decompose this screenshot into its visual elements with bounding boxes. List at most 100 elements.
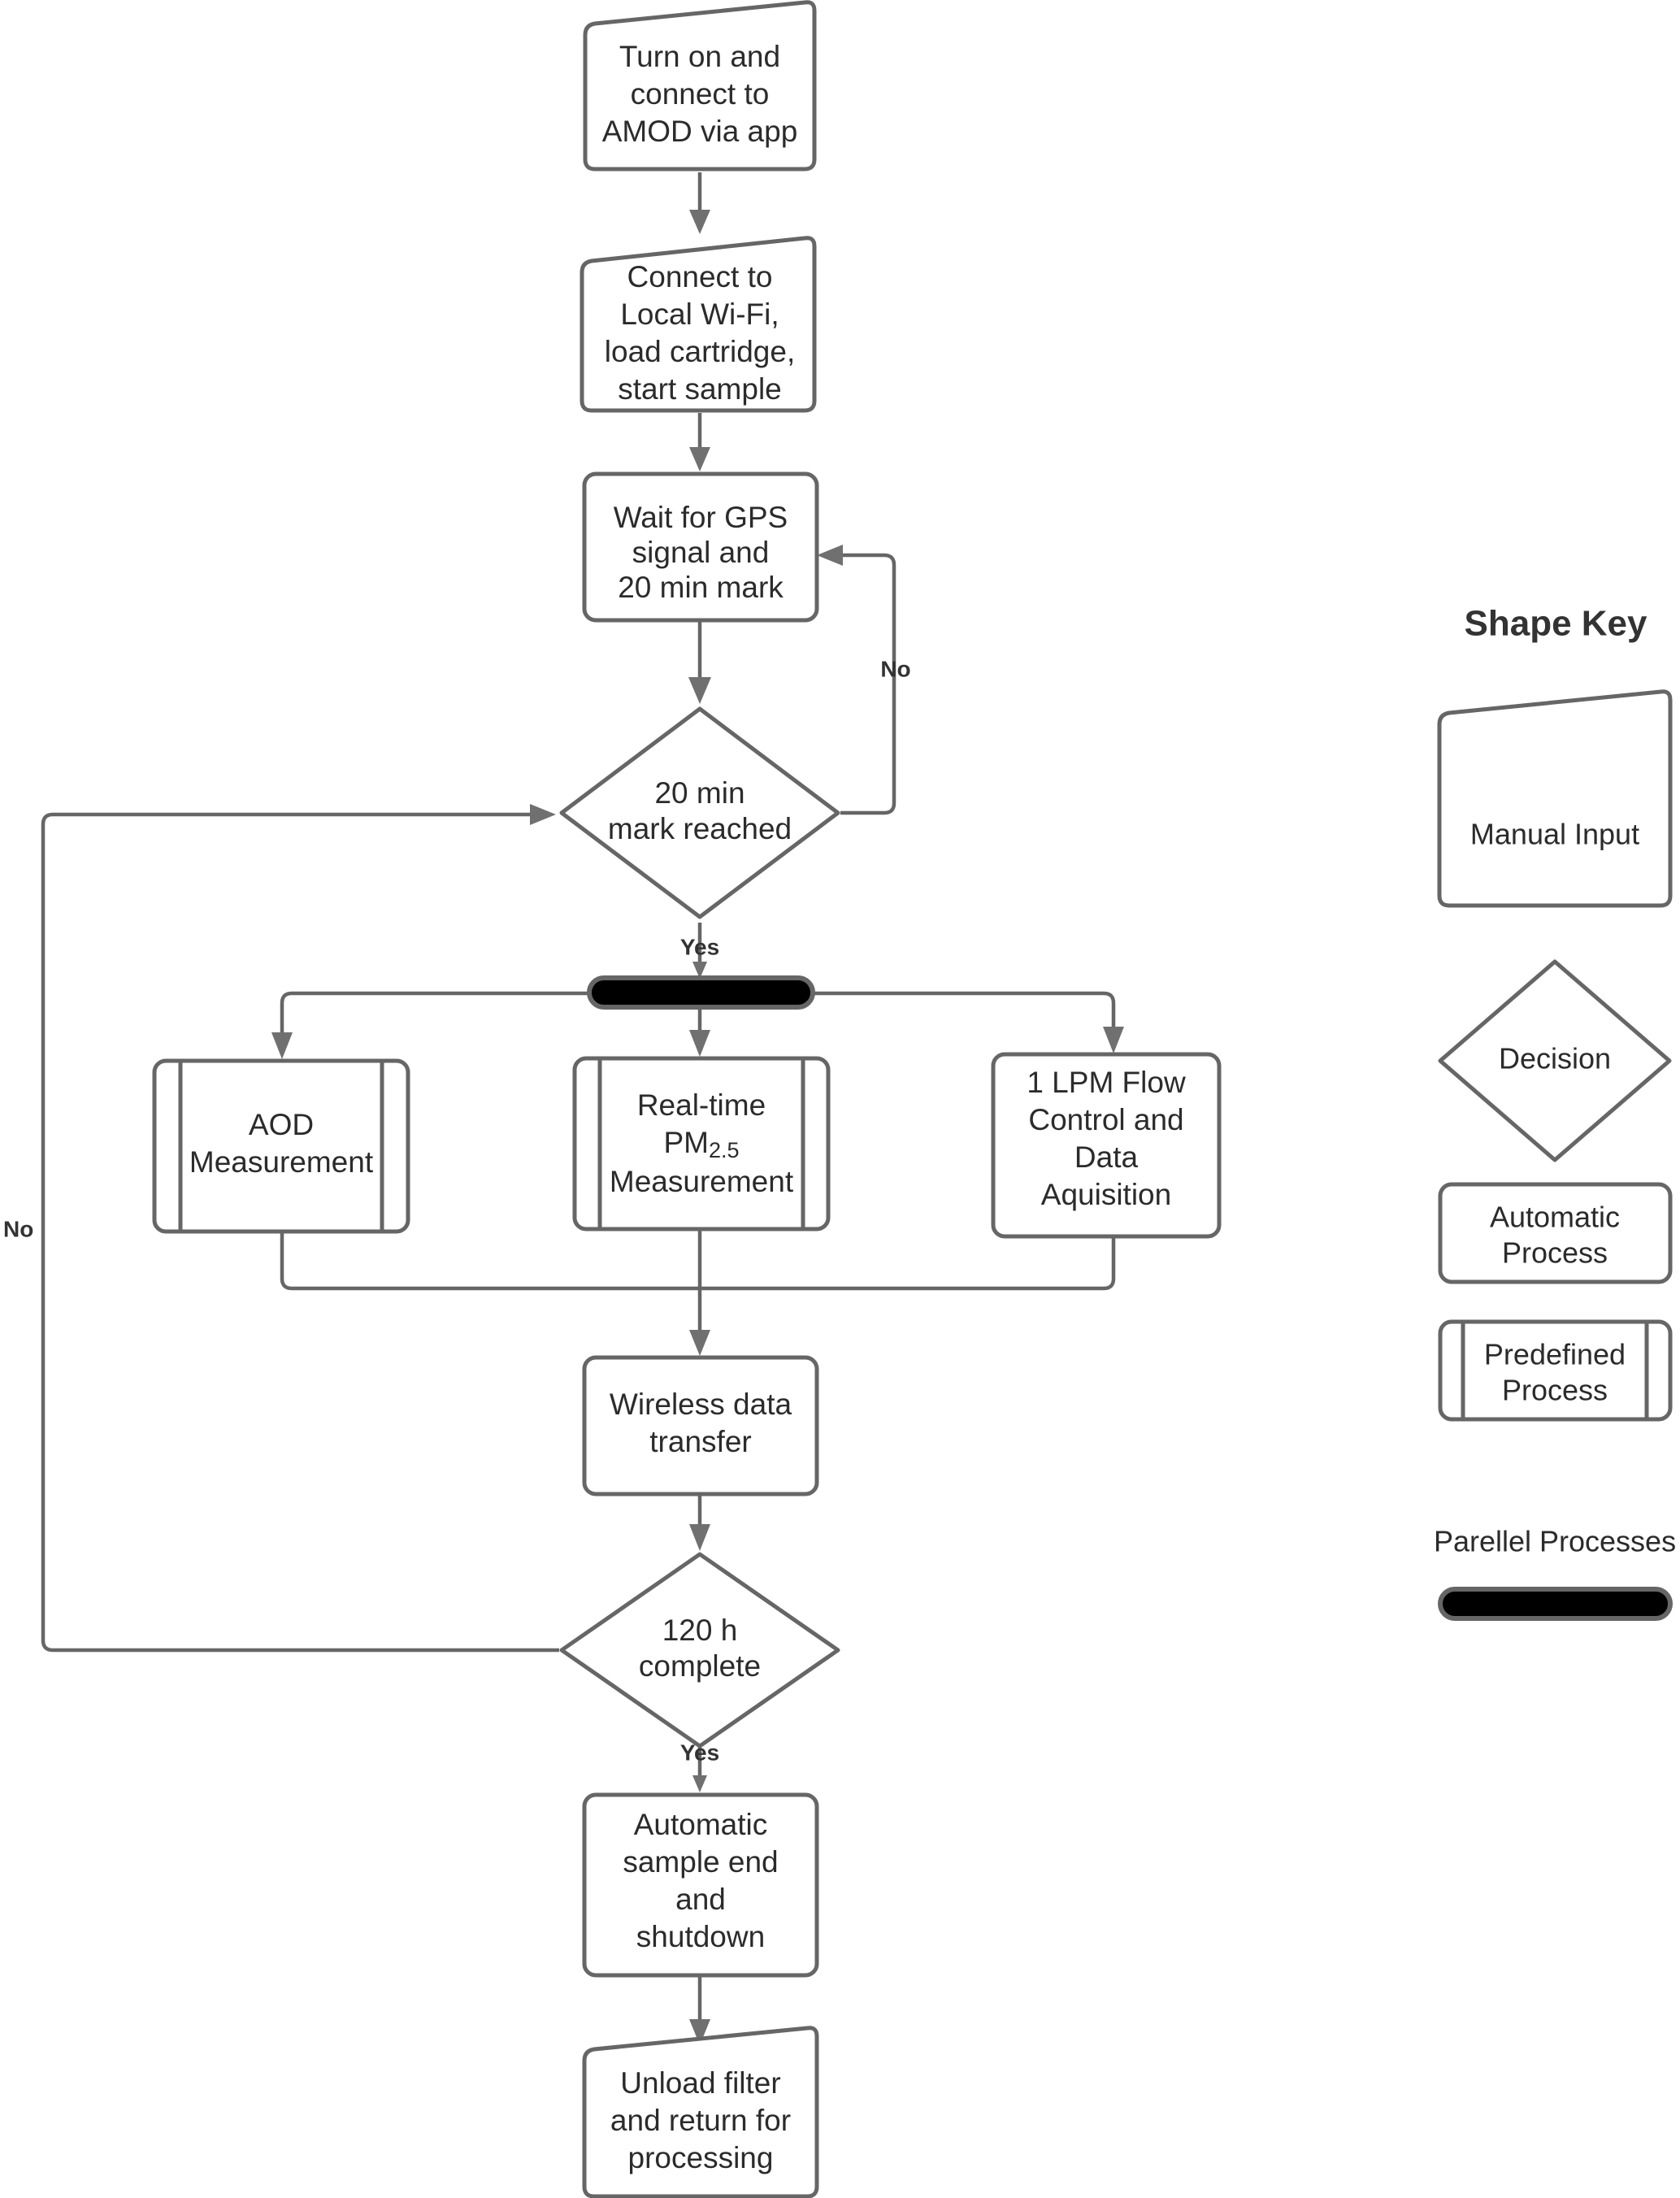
connector-dec120-no-loop bbox=[41, 812, 559, 1653]
node-label-line: sample end bbox=[623, 1845, 778, 1879]
manual-input-shape bbox=[1437, 689, 1673, 908]
legend-label-predefined-process-1: Predefined bbox=[1484, 1338, 1626, 1371]
node-label-line: Control and bbox=[1028, 1103, 1183, 1136]
node-label-line: transfer bbox=[649, 1425, 751, 1458]
connector-flowcontrol-to-merge bbox=[700, 1236, 1116, 1291]
arrowhead-wireless-to-dec120 bbox=[689, 1524, 710, 1551]
node-flow-control[interactable]: 1 LPM Flow Control and Data Aquisition bbox=[991, 1052, 1222, 1239]
node-connect-wifi[interactable]: Connect to Local Wi-Fi, load cartridge, … bbox=[580, 236, 817, 413]
node-label-line: Automatic bbox=[634, 1808, 768, 1841]
decision-shape bbox=[559, 1552, 840, 1748]
arrowhead-bar-to-pm25 bbox=[689, 1030, 710, 1057]
parallel-processes-shape bbox=[1438, 1587, 1673, 1621]
manual-input-shape bbox=[583, 0, 817, 172]
legend-item-predefined-process: Predefined Process bbox=[1438, 1319, 1673, 1422]
legend-label-manual-input: Manual Input bbox=[1470, 818, 1639, 851]
node-unload-filter[interactable]: Unload filter and return for processing bbox=[582, 2026, 819, 2198]
legend-item-automatic-process: Automatic Process bbox=[1438, 1182, 1673, 1284]
node-label-line: Measurement bbox=[610, 1165, 794, 1198]
node-label-line: shutdown bbox=[636, 1920, 765, 1953]
legend-title: Shape Key bbox=[1465, 604, 1648, 644]
decision-shape bbox=[559, 706, 840, 919]
legend-label-automatic-process-2: Process bbox=[1502, 1236, 1608, 1270]
arrowhead-gps-to-dec20 bbox=[688, 677, 711, 704]
node-label-line: mark reached bbox=[608, 812, 792, 845]
node-label-line: AOD bbox=[249, 1108, 314, 1141]
manual-input-shape bbox=[582, 2026, 819, 2198]
arrowhead-dec20-no-loop bbox=[817, 545, 843, 566]
node-label-pm25-base: PM bbox=[663, 1126, 709, 1159]
node-label-line: 120 h bbox=[662, 1614, 738, 1647]
node-label-line: Aquisition bbox=[1041, 1178, 1171, 1211]
node-label-line: Data bbox=[1074, 1140, 1139, 1174]
legend-label-decision: Decision bbox=[1499, 1042, 1611, 1075]
node-label-line: Connect to bbox=[627, 260, 773, 293]
connector-bar-to-aod bbox=[280, 991, 589, 1036]
arrowhead-dec20-yes-to-bar bbox=[692, 962, 707, 979]
node-label-line: signal and bbox=[632, 536, 770, 569]
automatic-process-shape bbox=[582, 1792, 819, 1978]
arrowhead-autoend-to-unload bbox=[689, 2019, 710, 2045]
connector-bar-to-flowcontrol bbox=[813, 991, 1116, 1031]
node-label-line: complete bbox=[639, 1649, 761, 1683]
predefined-process-shape bbox=[152, 1058, 410, 1234]
connector-dec20-no-loop bbox=[838, 553, 896, 815]
decision-shape bbox=[1438, 959, 1672, 1162]
node-decision-20min[interactable]: 20 min mark reached bbox=[559, 706, 840, 919]
arrowhead-merge-to-wireless bbox=[689, 1330, 710, 1356]
node-label-line: Wait for GPS bbox=[614, 501, 788, 534]
node-aod-measurement[interactable]: AOD Measurement bbox=[152, 1058, 410, 1234]
predefined-process-shape bbox=[1438, 1319, 1673, 1422]
node-label-line: and bbox=[675, 1883, 726, 1916]
node-label-line: Measurement bbox=[189, 1145, 374, 1179]
automatic-process-shape bbox=[582, 1355, 819, 1496]
node-label-line: Wireless data bbox=[610, 1388, 792, 1421]
node-label-line: AMOD via app bbox=[602, 115, 798, 148]
connectors-layer bbox=[41, 172, 1124, 2045]
node-parallel-bar[interactable] bbox=[587, 975, 815, 1010]
node-label-line: connect to bbox=[631, 77, 770, 111]
node-auto-sample-end[interactable]: Automatic sample end and shutdown bbox=[582, 1792, 819, 1978]
arrowhead-bar-to-flowcontrol bbox=[1103, 1027, 1124, 1053]
legend-label-parallel-processes: Parellel Processes bbox=[1434, 1525, 1676, 1558]
node-wireless-transfer[interactable]: Wireless data transfer bbox=[582, 1355, 819, 1496]
automatic-process-shape bbox=[991, 1052, 1222, 1239]
node-label-line: Real-time bbox=[637, 1088, 766, 1122]
legend-label-automatic-process-1: Automatic bbox=[1490, 1201, 1620, 1234]
node-pm25-measurement[interactable]: Real-time PM2.5 Measurement bbox=[572, 1056, 831, 1231]
edge-label-no-20min: No bbox=[880, 656, 910, 681]
node-label-pm25: PM2.5 bbox=[663, 1126, 739, 1162]
parallel-processes-shape bbox=[587, 975, 815, 1010]
node-label-line: Turn on and bbox=[619, 40, 780, 73]
predefined-process-shape bbox=[572, 1056, 831, 1231]
legend-item-parallel-processes: Parellel Processes bbox=[1434, 1525, 1676, 1621]
shape-key-legend: Shape Key Manual Input Decision Automati… bbox=[1434, 604, 1676, 1621]
node-label-line: load cartridge, bbox=[605, 335, 795, 368]
node-turn-on-connect[interactable]: Turn on and connect to AMOD via app bbox=[583, 0, 817, 172]
legend-label-predefined-process-2: Process bbox=[1502, 1374, 1608, 1407]
edge-label-no-120h: No bbox=[3, 1216, 33, 1241]
node-label-pm25-subscript: 2.5 bbox=[709, 1138, 740, 1162]
arrowhead-turnon-to-wifi bbox=[689, 210, 710, 234]
arrowhead-wifi-to-gps bbox=[689, 447, 710, 471]
node-label-line: Local Wi-Fi, bbox=[620, 298, 779, 331]
edge-label-yes-20min: Yes bbox=[680, 934, 719, 959]
node-label-line: Unload filter bbox=[620, 2066, 780, 2100]
node-label-line: 1 LPM Flow bbox=[1027, 1066, 1186, 1099]
arrowhead-bar-to-aod bbox=[271, 1032, 293, 1059]
connector-aod-to-merge bbox=[280, 1232, 700, 1291]
node-label-line: processing bbox=[628, 2141, 774, 2174]
node-label-line: and return for bbox=[610, 2104, 791, 2137]
node-decision-120h[interactable]: 120 h complete bbox=[559, 1552, 840, 1748]
node-label-line: start sample bbox=[618, 372, 782, 406]
manual-input-shape bbox=[580, 236, 817, 413]
node-label-line: 20 min mark bbox=[618, 571, 784, 604]
legend-item-manual-input: Manual Input bbox=[1437, 689, 1673, 908]
arrowhead-dec120-no-loop bbox=[530, 804, 556, 825]
automatic-process-shape bbox=[582, 471, 819, 623]
node-label-line: 20 min bbox=[654, 776, 744, 810]
node-wait-gps[interactable]: Wait for GPS signal and 20 min mark bbox=[582, 471, 819, 623]
arrowhead-dec120-yes-to-autoend bbox=[692, 1775, 707, 1792]
